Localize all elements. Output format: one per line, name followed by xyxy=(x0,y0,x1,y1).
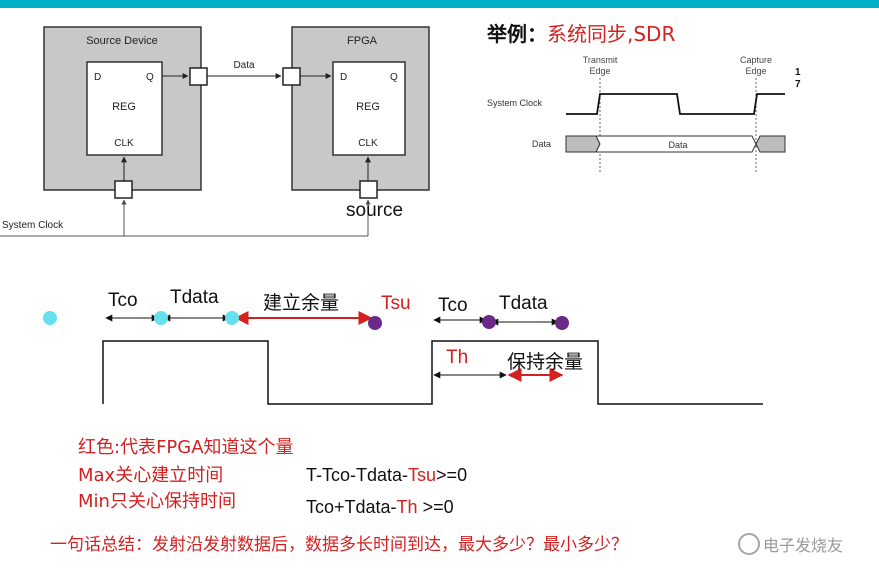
summary-line: 一句话总结：发射沿发射数据后，数据多长时间到达，最大多少？最小多少？ xyxy=(50,535,628,555)
formula-3-prefix: Tco+Tdata- xyxy=(306,497,397,517)
notes: 红色:代表FPGA知道这个量 Max关心建立时间 T-Tco-Tdata-Tsu… xyxy=(50,437,628,555)
note-line-2-label: Max关心建立时间 xyxy=(78,465,223,486)
formula-3-red: Th xyxy=(397,497,418,517)
data-bus-label: Data xyxy=(668,140,687,150)
sdr-example: 举例：系统同步,SDR Transmit Edge Capture Edge 1… xyxy=(486,22,801,172)
fpga-input-pad xyxy=(282,67,301,86)
formula-3-suffix: >=0 xyxy=(418,497,454,517)
system-clock-waveform xyxy=(566,93,785,115)
system-clock-label: System Clock xyxy=(2,220,64,231)
source-reg-clk: CLK xyxy=(114,138,134,149)
block-diagram: Source Device D Q REG CLK Data FPGA D Q … xyxy=(0,26,430,237)
side-mark-1: 1 xyxy=(795,67,801,78)
fpga-label: FPGA xyxy=(347,35,378,47)
source-annotation: source xyxy=(346,200,403,221)
formula-2-red: Tsu xyxy=(408,465,436,485)
fpga-reg-d: D xyxy=(340,72,347,83)
capture-edge-label-1: Capture xyxy=(740,55,772,65)
source-reg-box xyxy=(86,61,163,156)
source-device-label: Source Device xyxy=(86,35,158,47)
example-title: 举例：系统同步,SDR xyxy=(486,22,675,46)
fpga-clock-pad xyxy=(359,180,378,199)
source-output-pad xyxy=(189,67,208,86)
cyan-dot-3 xyxy=(225,311,239,325)
tdata2-label: Tdata xyxy=(499,293,548,314)
cyan-dot-2 xyxy=(154,311,168,325)
source-reg-name: REG xyxy=(112,101,136,113)
purple-dot-2 xyxy=(482,315,496,329)
example-title-rest: 系统同步,SDR xyxy=(547,22,675,46)
watermark-text: 电子发烧友 xyxy=(763,536,843,555)
data-bus-left xyxy=(565,135,601,153)
ex-data-label: Data xyxy=(532,139,551,149)
source-reg-q: Q xyxy=(146,72,154,83)
setup-margin-label: 建立余量 xyxy=(263,292,339,314)
th-label: Th xyxy=(446,347,468,368)
tco1-label: Tco xyxy=(108,290,138,311)
data-wire-label: Data xyxy=(233,60,255,71)
purple-dot-3 xyxy=(555,316,569,330)
note-line-2-formula: T-Tco-Tdata-Tsu>=0 xyxy=(306,465,467,485)
tco2-label: Tco xyxy=(438,295,468,316)
hold-margin-label: 保持余量 xyxy=(507,351,583,373)
source-reg-d: D xyxy=(94,72,101,83)
transmit-edge-label-1: Transmit xyxy=(583,55,618,65)
data-bus-valid xyxy=(595,135,757,153)
watermark-logo-icon xyxy=(738,533,760,555)
side-mark-2: 7 xyxy=(795,79,801,90)
capture-edge-label-2: Edge xyxy=(745,66,766,76)
tdata1-label: Tdata xyxy=(170,287,219,308)
formula-2-prefix: T-Tco-Tdata- xyxy=(306,465,408,485)
ex-system-clock-label: System Clock xyxy=(487,98,543,108)
cyan-dot-1 xyxy=(43,311,57,325)
fpga-reg-clk: CLK xyxy=(358,138,378,149)
note-line-3-formula: Tco+Tdata-Th >=0 xyxy=(306,497,454,517)
top-accent-bar xyxy=(0,0,879,8)
note-line-1: 红色:代表FPGA知道这个量 xyxy=(78,437,294,458)
note-line-3-label: Min只关心保持时间 xyxy=(78,491,236,512)
example-title-prefix: 举例： xyxy=(486,22,547,46)
timing-analysis: Tco Tdata 建立余量 Tsu Tco Tdata Th 保持余量 xyxy=(43,287,763,405)
formula-2-suffix: >=0 xyxy=(436,465,467,485)
timing-waveform xyxy=(102,340,763,405)
watermark: 电子发烧友 xyxy=(738,533,843,555)
fpga-reg-q: Q xyxy=(390,72,398,83)
fpga-reg-name: REG xyxy=(356,101,380,113)
fpga-reg-box xyxy=(332,61,406,156)
data-bus-right xyxy=(755,135,786,153)
purple-dot-1 xyxy=(368,316,382,330)
transmit-edge-label-2: Edge xyxy=(589,66,610,76)
source-clock-pad xyxy=(114,180,133,199)
tsu-label: Tsu xyxy=(381,293,411,314)
